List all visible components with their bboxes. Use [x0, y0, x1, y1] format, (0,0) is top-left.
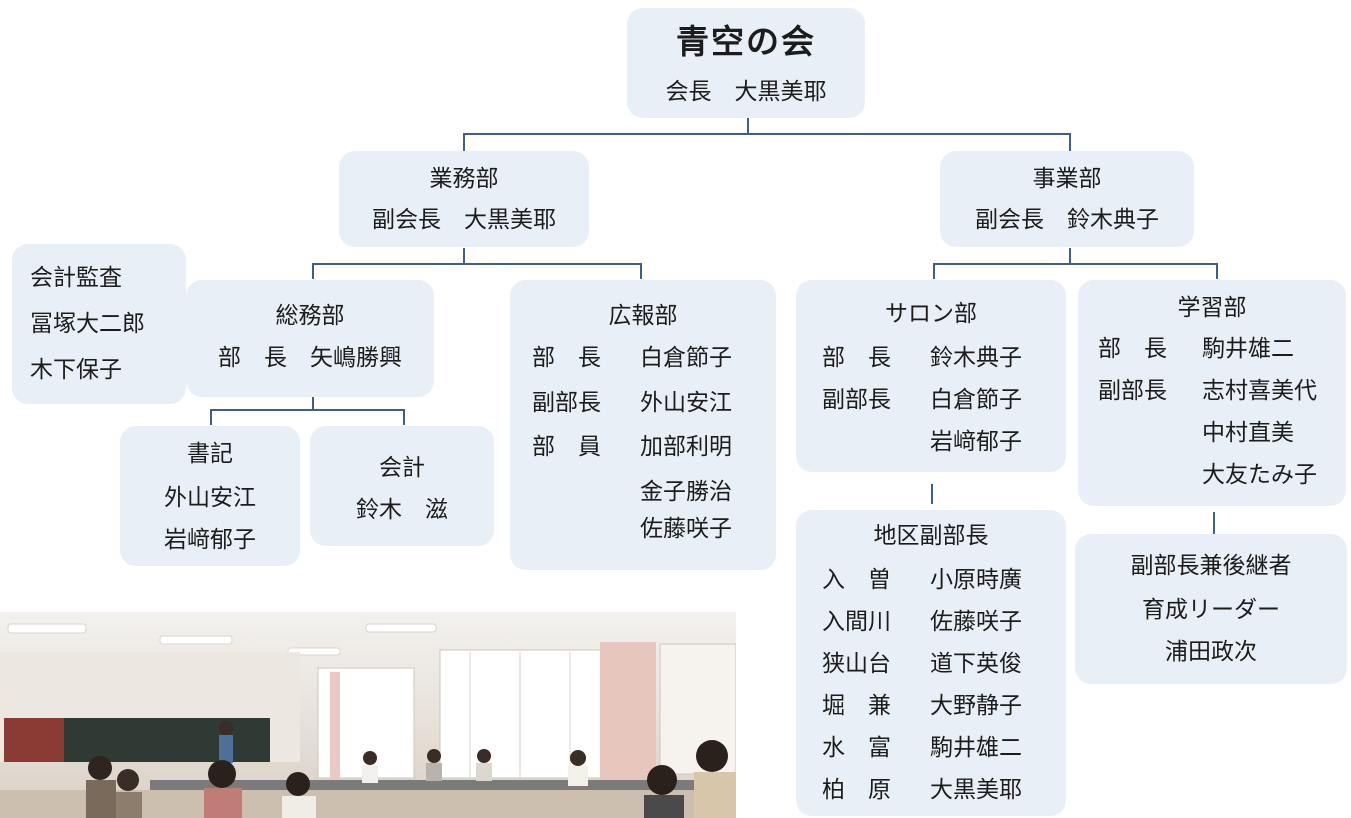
chiku-area: 堀 兼 [822, 693, 891, 719]
shoki-box: 書記 外山安江 岩﨑郁子 [120, 426, 300, 566]
chiku-title: 地区副部長 [873, 523, 989, 549]
salon-member: 鈴木典子 [930, 345, 1022, 371]
chiku-area: 入間川 [822, 609, 891, 635]
koho-member: 加部利明 [640, 434, 732, 460]
koho-role: 副部長 [532, 390, 601, 416]
koho-role: 部 員 [532, 434, 601, 460]
koho-role: 部 長 [532, 345, 601, 371]
connector-jigyo-down [1069, 248, 1071, 265]
shoki-member: 外山安江 [164, 485, 256, 511]
meeting-photo-illustration [0, 623, 736, 818]
salon-title: サロン部 [885, 301, 977, 327]
connector-somu-down [312, 397, 314, 411]
jigyo-title: 事業部 [1032, 166, 1102, 192]
somu-box: 総務部 部 長 矢嶋勝興 [186, 280, 434, 397]
meeting-photo [0, 612, 736, 818]
chiku-area: 水 富 [822, 735, 891, 761]
chiku-area: 入 曽 [822, 567, 891, 593]
gakushu-member: 志村喜美代 [1202, 378, 1317, 404]
connector-to-gakushu [1216, 263, 1218, 279]
kaikei-title: 会計 [379, 455, 425, 481]
jigyo-box: 事業部 副会長 鈴木典子 [940, 151, 1194, 247]
connector-to-somu [312, 263, 314, 279]
leader-box: 副部長兼後継者 育成リーダー 浦田政次 [1075, 534, 1347, 684]
audit-member: 木下保子 [30, 357, 122, 383]
connector-jigyo-horizontal [933, 263, 1218, 265]
koho-title: 広報部 [608, 303, 678, 329]
root-title: 青空の会 [676, 22, 816, 61]
kaikei-member: 鈴木 滋 [356, 497, 448, 523]
connector-gyomu-horizontal [312, 263, 642, 265]
jigyo-vice-chair: 副会長 鈴木典子 [975, 207, 1159, 233]
shoki-member: 岩﨑郁子 [164, 527, 256, 553]
koho-member: 佐藤咲子 [640, 516, 732, 542]
gakushu-title: 学習部 [1177, 295, 1247, 321]
chiku-member: 道下英俊 [930, 651, 1022, 677]
chiku-member: 大野静子 [930, 693, 1022, 719]
somu-head: 部 長 矢嶋勝興 [218, 345, 402, 371]
audit-box: 会計監査 冨塚大二郎 木下保子 [12, 244, 186, 404]
salon-role: 副部長 [822, 387, 891, 413]
leader-role: 副部長兼後継者 [1130, 553, 1292, 579]
gyomu-title: 業務部 [429, 166, 499, 192]
gakushu-member: 中村直美 [1202, 420, 1294, 446]
gakushu-member: 大友たみ子 [1202, 462, 1317, 488]
connector-to-gyomu [463, 133, 465, 151]
gakushu-member: 駒井雄二 [1202, 336, 1294, 362]
root-box: 青空の会 会長 大黒美耶 [627, 8, 865, 118]
salon-member: 岩﨑郁子 [930, 429, 1022, 455]
salon-role: 部 長 [822, 345, 891, 371]
connector-somu-horizontal [210, 409, 405, 411]
gakushu-box: 学習部 部 長 駒井雄二 副部長 志村喜美代 中村直美 大友たみ子 [1078, 280, 1346, 506]
somu-title: 総務部 [275, 303, 345, 329]
connector-salon-to-chiku [931, 484, 933, 504]
leader-role: 育成リーダー [1142, 597, 1280, 623]
leader-name: 浦田政次 [1165, 639, 1257, 665]
salon-box: サロン部 部 長 鈴木典子 副部長 白倉節子 岩﨑郁子 [796, 280, 1066, 472]
connector-root-down [747, 118, 749, 135]
connector-gakushu-to-leader [1213, 512, 1215, 534]
chiku-box: 地区副部長 入 曽 小原時廣 入間川 佐藤咲子 狭山台 道下英俊 堀 兼 大野静… [796, 510, 1066, 816]
kaikei-box: 会計 鈴木 滋 [310, 426, 494, 546]
chiku-member: 大黒美耶 [930, 777, 1022, 803]
connector-top-horizontal [464, 133, 1070, 135]
chiku-area: 柏 原 [822, 777, 891, 803]
audit-member: 冨塚大二郎 [30, 311, 145, 337]
connector-to-jigyo [1069, 133, 1071, 151]
connector-to-kaikei [403, 409, 405, 425]
connector-to-koho [640, 263, 642, 279]
chiku-member: 駒井雄二 [930, 735, 1022, 761]
chiku-member: 佐藤咲子 [930, 609, 1022, 635]
koho-box: 広報部 部 長 白倉節子 副部長 外山安江 部 員 加部利明 金子勝治 佐藤咲子 [510, 280, 776, 570]
connector-to-shoki [210, 409, 212, 425]
audit-label: 会計監査 [30, 265, 122, 291]
salon-member: 白倉節子 [930, 387, 1022, 413]
connector-gyomu-down [463, 248, 465, 265]
koho-member: 外山安江 [640, 390, 732, 416]
gyomu-vice-chair: 副会長 大黒美耶 [372, 207, 556, 233]
shoki-title: 書記 [187, 441, 233, 467]
root-chair: 会長 大黒美耶 [665, 79, 827, 105]
gakushu-role: 部 長 [1098, 336, 1167, 362]
gyomu-box: 業務部 副会長 大黒美耶 [339, 151, 589, 247]
koho-member: 白倉節子 [640, 345, 732, 371]
gakushu-role: 副部長 [1098, 378, 1167, 404]
chiku-member: 小原時廣 [930, 567, 1022, 593]
chiku-area: 狭山台 [822, 651, 891, 677]
connector-to-salon [933, 263, 935, 279]
koho-member: 金子勝治 [640, 479, 732, 505]
